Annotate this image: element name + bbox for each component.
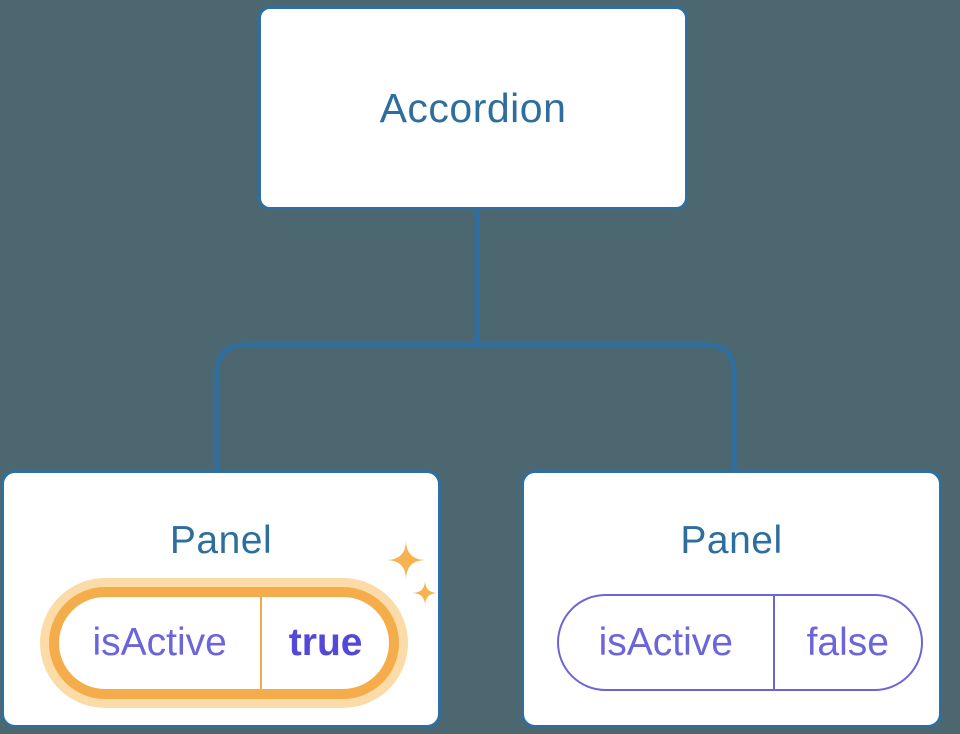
- panel-node-active: Panel isActive true: [1, 470, 441, 728]
- panel-node-title: Panel: [169, 519, 273, 562]
- prop-value: true: [260, 597, 389, 689]
- accordion-node: Accordion: [258, 6, 688, 210]
- sparkles-icon: [386, 540, 438, 606]
- panel-node-inactive: Panel isActive false: [521, 470, 942, 728]
- panel-node-title: Panel: [680, 519, 783, 562]
- prop-value: false: [772, 596, 921, 689]
- prop-pill-active: isActive true: [49, 587, 399, 699]
- prop-pill-inactive: isActive false: [557, 594, 923, 691]
- prop-name: isActive: [92, 621, 227, 664]
- accordion-node-label: Accordion: [379, 84, 567, 131]
- prop-name: isActive: [598, 620, 733, 664]
